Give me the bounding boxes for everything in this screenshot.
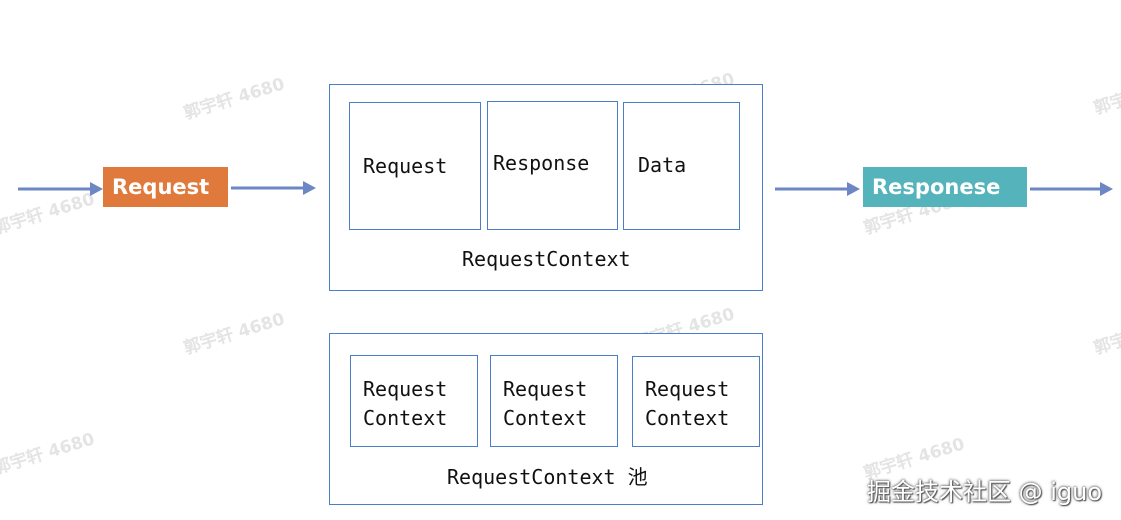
response-pill-label: Responese — [872, 175, 1001, 199]
pool-cell-line1: Request — [503, 377, 588, 401]
context-cell-label: Request — [363, 154, 448, 178]
request-pill-label: Request — [112, 175, 210, 199]
pool-cell-line1: Request — [645, 377, 730, 401]
request-pill: Request — [103, 167, 228, 207]
response-pill: Responese — [863, 167, 1027, 207]
pool-cell: Request Context — [490, 355, 618, 447]
pool-cell-line1: Request — [363, 377, 448, 401]
pool-cell: Request Context — [350, 355, 478, 447]
context-cell-data: Data — [623, 102, 740, 230]
context-cell-label: Data — [638, 153, 687, 177]
arrow-left-in — [18, 182, 103, 196]
arrow-left-out — [231, 181, 316, 195]
pool-cell-line2: Context — [645, 406, 730, 430]
arrow-right-out — [1030, 182, 1113, 196]
site-watermark: 掘金技术社区 @ iguo — [867, 478, 1103, 506]
request-context-pool-box: Request Context Request Context Request … — [329, 333, 763, 505]
pool-cell-line2: Context — [363, 406, 448, 430]
pool-cell: Request Context — [632, 356, 760, 447]
request-context-pool-caption: RequestContext 池 — [447, 465, 648, 489]
context-cell-response: Response — [487, 101, 618, 230]
pool-cell-line2: Context — [503, 406, 588, 430]
request-context-box: Request Response Data RequestContext — [329, 84, 763, 291]
context-cell-request: Request — [349, 102, 481, 230]
request-context-caption: RequestContext — [462, 247, 631, 271]
context-cell-label: Response — [493, 151, 590, 175]
arrow-right-in — [775, 182, 860, 196]
